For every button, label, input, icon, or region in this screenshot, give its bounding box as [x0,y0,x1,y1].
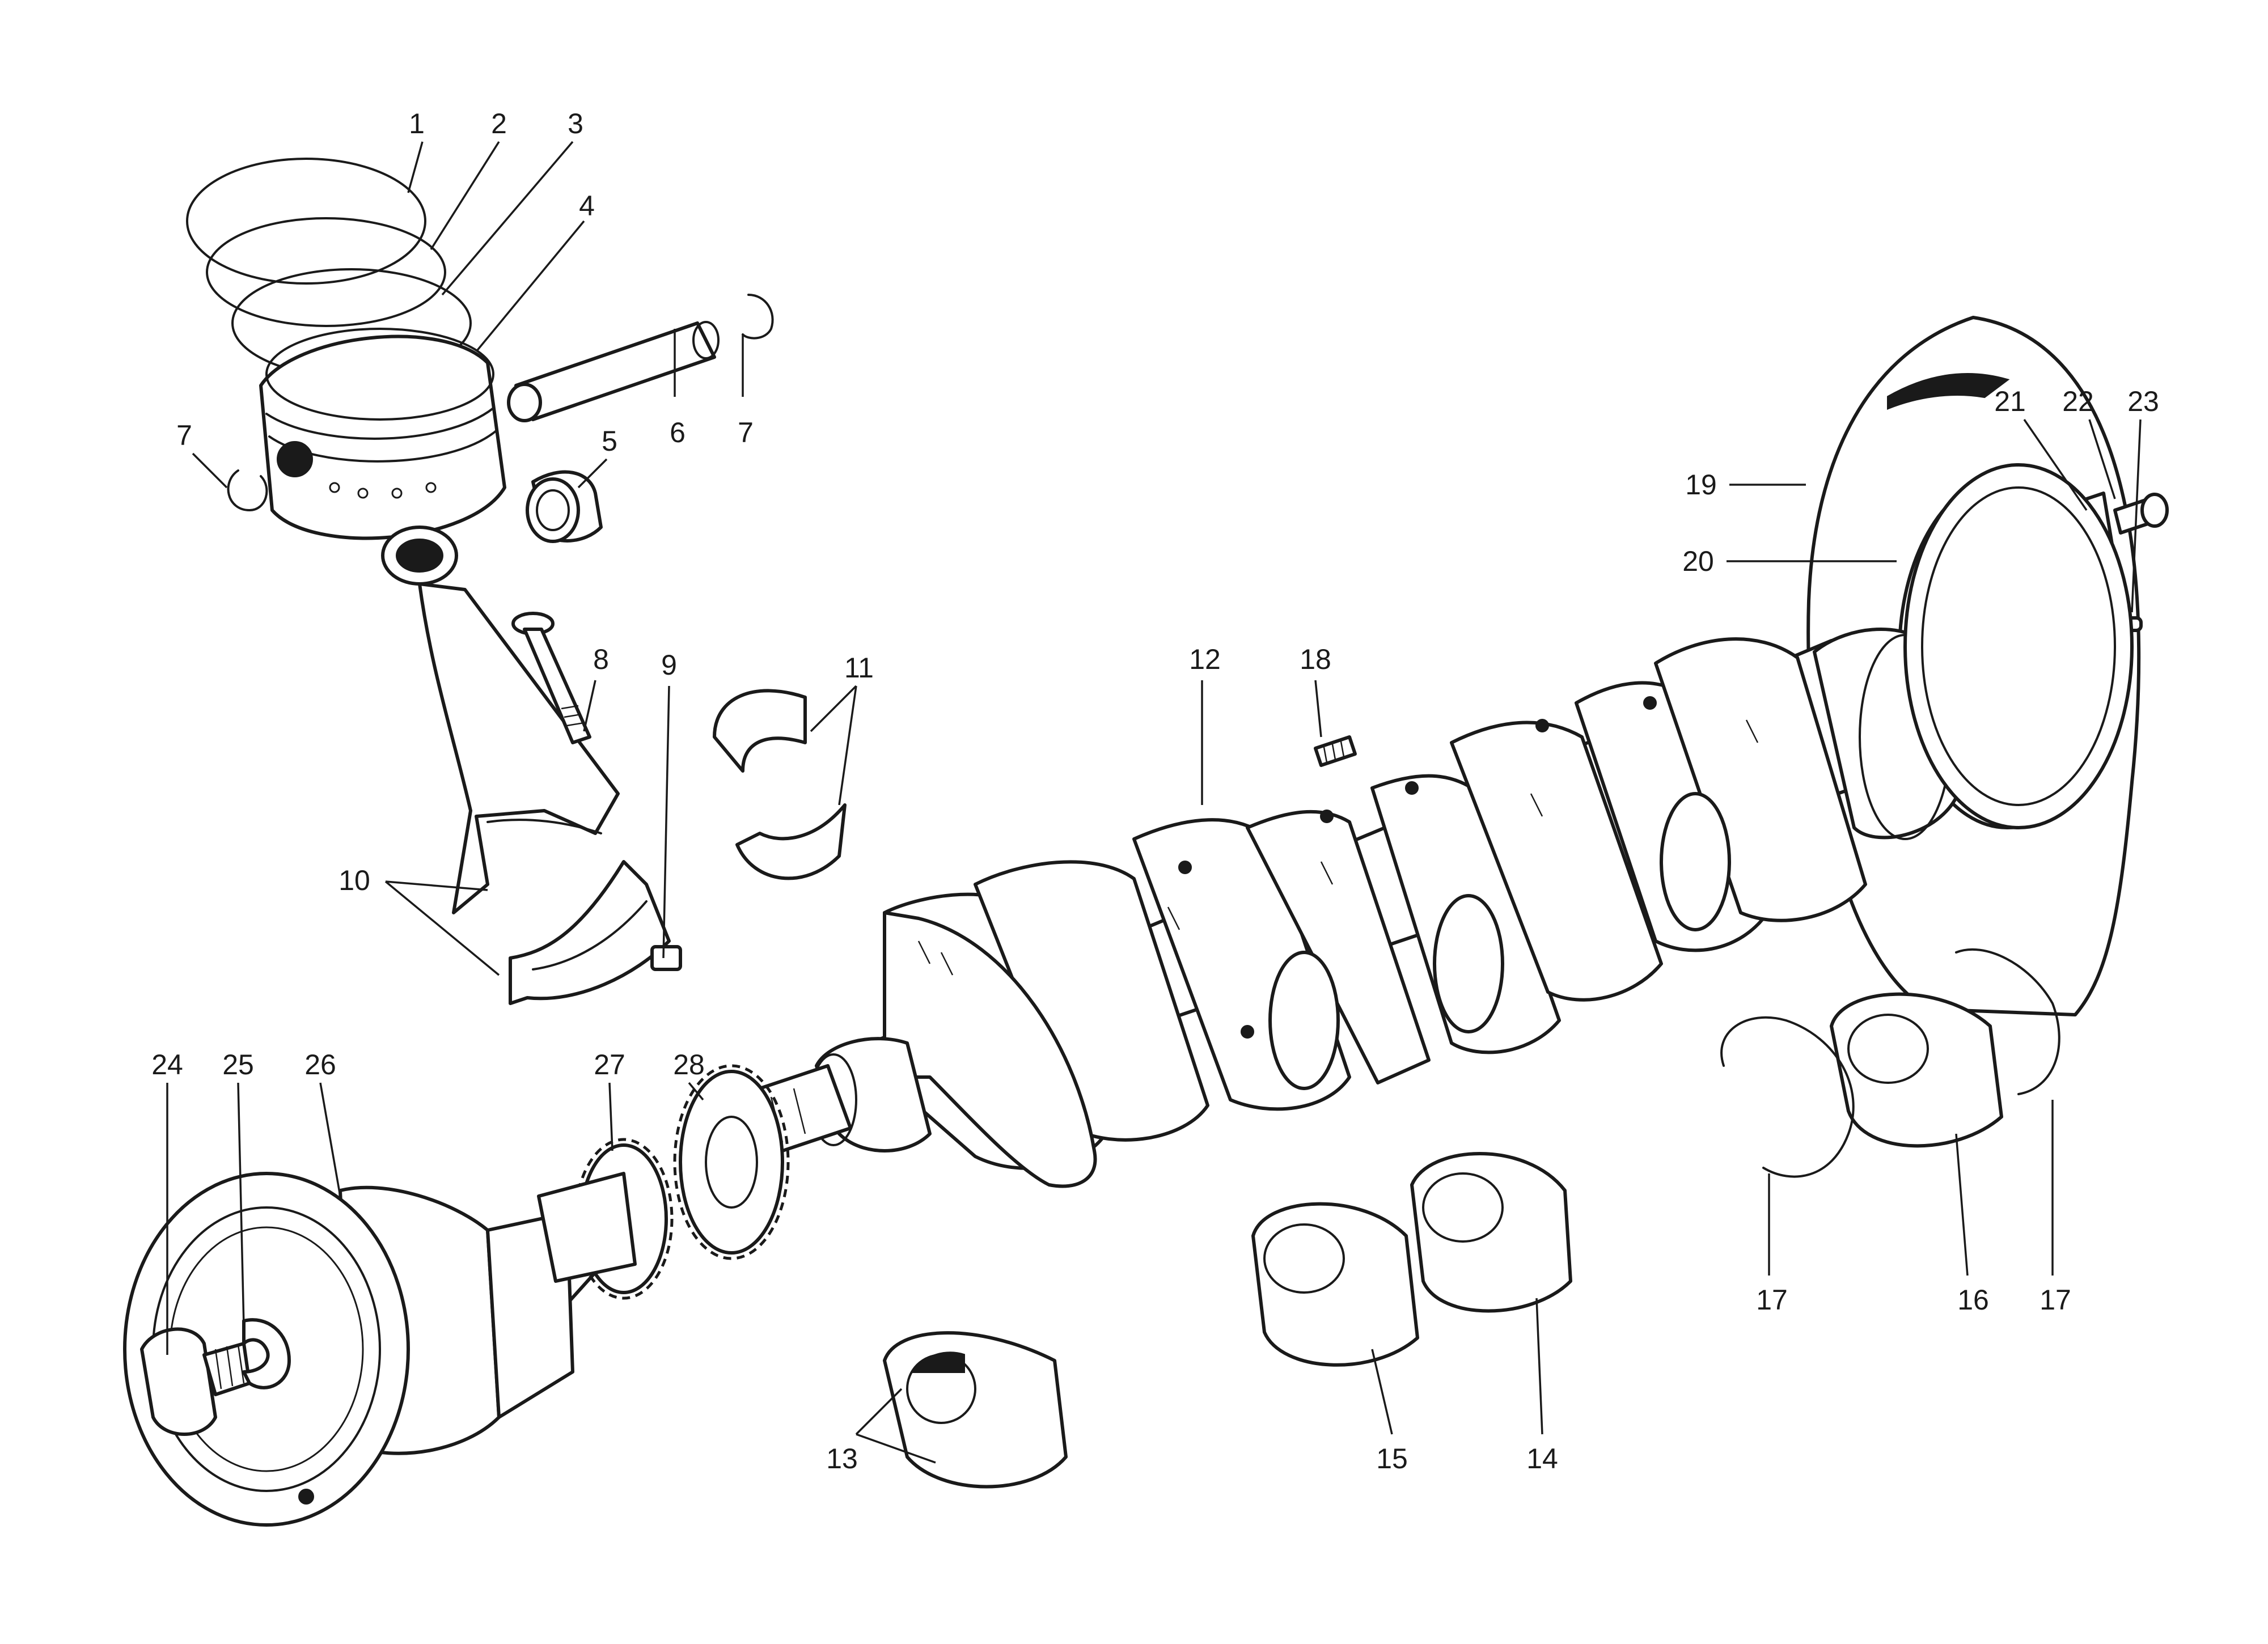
piston [259,328,506,540]
callout-11: 11 [844,652,874,684]
callout-19: 19 [1685,469,1717,501]
piston-pin [507,321,720,422]
callout-14: 14 [1526,1443,1558,1474]
main-bearing-front [883,1331,1068,1489]
rod-bolt [511,612,591,744]
callout-17-right: 17 [2039,1284,2071,1316]
callout-18: 18 [1300,643,1331,675]
thrust-washer-right [1955,948,2060,1095]
callout-7-right: 7 [738,417,754,448]
callout-17-left: 17 [1756,1284,1788,1316]
dowel-pin-18 [1314,735,1357,767]
leader-lines [166,141,2142,1464]
callout-21: 21 [1994,385,2026,417]
callout-1: 1 [409,108,425,139]
callout-22: 22 [2062,385,2094,417]
callout-25: 25 [222,1049,254,1081]
timing-gear-small [537,1138,674,1300]
callouts: 1 2 3 4 5 6 7 7 8 9 10 11 12 13 14 15 16… [151,108,2159,1474]
connecting-rod [381,526,620,914]
lock-washer [242,1318,291,1389]
rod-bearing-shells [713,689,847,880]
main-bearing-15 [1251,1202,1419,1367]
callout-15: 15 [1376,1443,1408,1474]
callout-4: 4 [579,190,595,222]
small-end-bushing [526,470,603,543]
callout-10: 10 [338,865,370,896]
circlip-left [227,469,268,511]
callout-3: 3 [568,108,583,139]
bearing-seal-ring [1903,463,2134,829]
timing-gear-large [673,1064,790,1260]
thrust-bearing [1830,992,2003,1148]
callout-6: 6 [670,417,686,448]
callout-12: 12 [1189,643,1221,675]
rod-nut [650,945,682,971]
callout-9: 9 [661,649,677,681]
pulley-bolt [140,1327,251,1436]
callout-23: 23 [2127,385,2159,417]
callout-26: 26 [304,1049,336,1081]
callout-28: 28 [673,1049,705,1081]
callout-8: 8 [593,643,609,675]
callout-2: 2 [491,108,507,139]
callout-27: 27 [594,1049,625,1081]
callout-13: 13 [826,1443,858,1474]
callout-16: 16 [1957,1284,1989,1316]
flywheel-bolt [2113,493,2169,535]
connecting-rod-cap [509,860,671,1005]
callout-20: 20 [1682,545,1714,577]
main-bearing-14 [1410,1152,1572,1313]
callout-7-left: 7 [176,420,192,451]
circlip-right [742,294,774,340]
thrust-washer-left [1720,1016,1855,1178]
callout-24: 24 [151,1049,183,1081]
callout-5: 5 [602,425,617,457]
crankshaft [707,628,1964,1188]
